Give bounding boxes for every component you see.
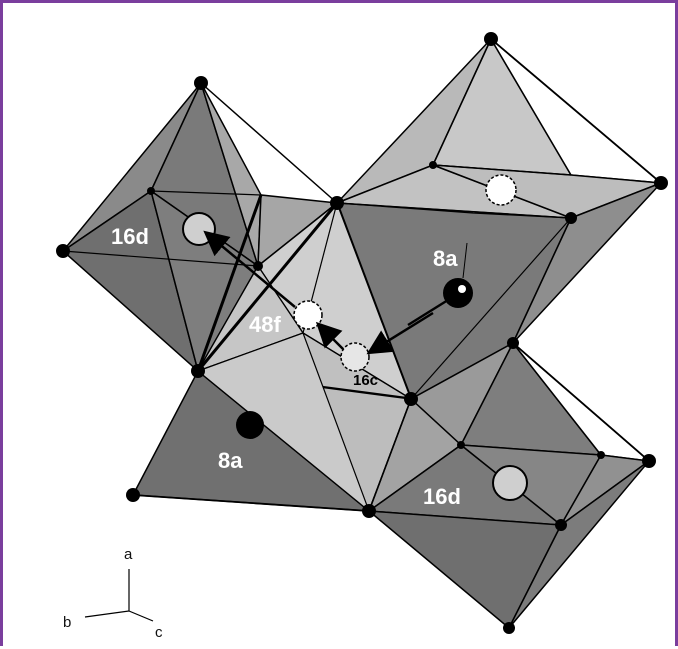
bottom-left-tetrahedron: [131, 332, 413, 513]
bottom-right-octahedron: [132, 341, 652, 630]
label-48f: 48f: [249, 312, 281, 337]
arrow-48f-to-16d: [203, 230, 296, 308]
site-16d-right: [492, 465, 528, 501]
axis-label-a: a: [124, 546, 133, 563]
label-16d-left: 16d: [111, 224, 149, 249]
site-8a-upper: [443, 278, 473, 308]
label-16c: 16c: [353, 372, 378, 389]
arrow-8a-to-16c: [366, 311, 434, 355]
arrow-16c-to-48f: [315, 321, 344, 350]
axis-triad: a b c: [63, 546, 163, 641]
label-16d-right: 16d: [423, 484, 461, 509]
site-16d-left: [182, 212, 216, 246]
site-top-right-dashed: [485, 174, 517, 206]
line-8a-stem: [462, 242, 468, 279]
polyhedra-diagram: 16d 8a 48f 16c 8a 16d a b c: [56, 32, 668, 641]
axis-label-c: c: [155, 624, 163, 641]
axis-label-b: b: [63, 614, 71, 631]
site-48f: [293, 300, 323, 330]
site-8a-lower: [236, 411, 264, 439]
label-8a-lower: 8a: [218, 448, 243, 473]
vertices: [56, 32, 668, 634]
site-16c: [340, 342, 370, 372]
label-8a-upper: 8a: [433, 246, 458, 271]
line-8a-tail: [407, 298, 449, 327]
